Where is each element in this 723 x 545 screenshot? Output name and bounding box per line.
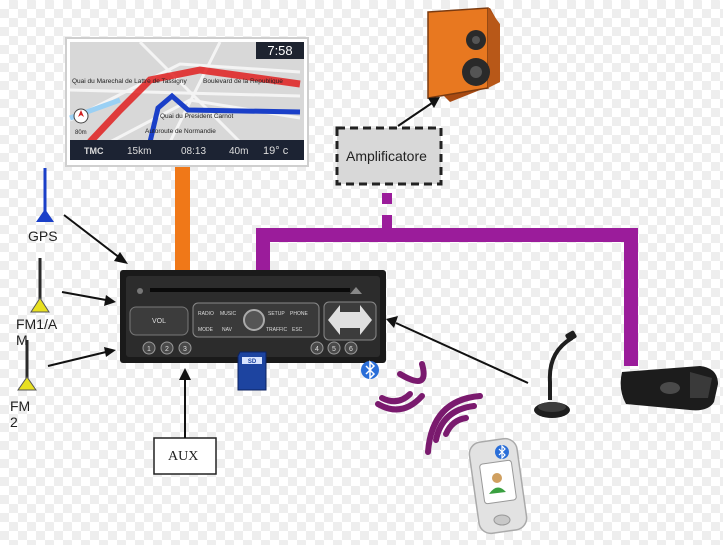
wireless-waves-phone — [425, 393, 483, 455]
fm-am-antenna-icon — [30, 258, 50, 313]
btn-music: MUSIC — [220, 311, 237, 317]
fm2-antenna-icon — [17, 340, 37, 391]
bluetooth-phone-icon — [468, 437, 528, 535]
status-bar — [70, 140, 304, 160]
speaker-icon — [427, 7, 500, 102]
volume-knob — [129, 306, 189, 336]
arrows — [47, 102, 529, 438]
street-label-3: Quai du President Carnot — [160, 113, 234, 120]
street-label-4: Autoroute de Normandie — [145, 128, 216, 135]
bluetooth-icon-radio — [361, 360, 379, 380]
btn-radio: RADIO — [198, 311, 214, 317]
preset-3: 3 — [183, 346, 187, 353]
next-turn: 40m — [229, 146, 248, 157]
fm2-label: FM 2 — [10, 398, 31, 430]
arrowheads — [104, 97, 440, 380]
aux-label: AUX — [168, 449, 199, 464]
preset-buttons-left — [142, 341, 192, 355]
gps-label: GPS — [28, 228, 58, 244]
scale: 80m — [75, 130, 87, 136]
route-blue — [147, 92, 301, 143]
sd-card-icon: SD — [237, 351, 267, 391]
clock: 7:58 — [267, 43, 292, 58]
fm-am-label: FM1/A M — [16, 316, 58, 348]
wireless-waves-radio — [375, 361, 427, 413]
eta: 08:13 — [181, 146, 206, 157]
btn-nav: NAV — [222, 327, 233, 333]
btn-traffic: TRAFFIC — [266, 327, 287, 333]
preset-5: 5 — [332, 346, 336, 353]
volume-label: VOL — [152, 318, 166, 325]
gps-antenna-icon — [36, 168, 54, 222]
radio-unit: VOL RADIO MUSIC MODE NAV SETUP PHONE TRA… — [120, 270, 386, 363]
cd-slot — [150, 288, 350, 292]
btn-setup: SETUP — [268, 311, 285, 317]
orange-connection — [175, 160, 190, 272]
preset-6: 6 — [349, 346, 353, 353]
center-knob — [243, 309, 265, 331]
distance: 15km — [127, 146, 151, 157]
aux-box — [153, 437, 217, 475]
street-label-2: Boulevard de la Republique — [203, 78, 283, 85]
temperature: 19° c — [263, 145, 289, 157]
street-label-1: Quai du Marechal de Lattre de Tassigny — [72, 78, 188, 85]
navigation-screen: 7:58 Quai du Marechal de Lattre de Tassi… — [65, 37, 309, 167]
preset-buttons-right — [310, 341, 358, 355]
route-red — [87, 66, 301, 145]
amplifier-box — [335, 126, 443, 186]
btn-mode: MODE — [198, 327, 214, 333]
tmc-label: TMC — [84, 146, 104, 156]
preset-2: 2 — [165, 346, 169, 353]
btn-phone: PHONE — [290, 311, 308, 317]
compass-icon — [73, 108, 89, 124]
amplifier-label: Amplificatore — [346, 148, 427, 164]
preset-1: 1 — [147, 346, 151, 353]
preset-4: 4 — [315, 346, 319, 353]
purple-connection — [256, 193, 638, 366]
steering-control-icon — [620, 366, 718, 411]
sd-label: SD — [248, 359, 257, 365]
microphone-icon — [534, 330, 577, 418]
btn-esc: ESC — [292, 327, 303, 333]
